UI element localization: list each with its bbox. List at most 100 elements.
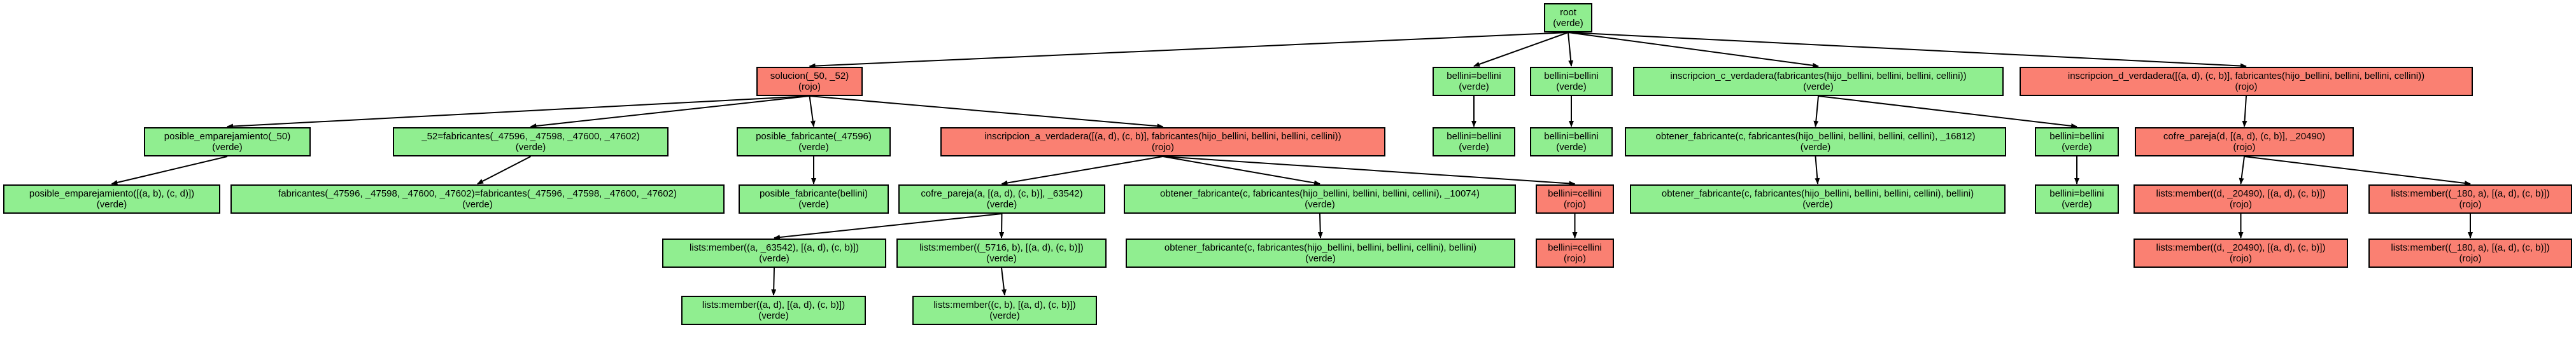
node-label: posible_emparejamiento([(a, b), (c, d)]) xyxy=(29,188,195,199)
tree-edge-arrow xyxy=(227,95,810,129)
node-label: cofre_pareja(a, [(a, d), (c, b)], _63542… xyxy=(921,188,1083,199)
tree-edge-arrow xyxy=(530,95,810,128)
tree-edge-arrow xyxy=(2244,156,2471,186)
node-status: (verde) xyxy=(1556,81,1587,92)
tree-node-success[interactable]: bellini=bellini(verde) xyxy=(2035,184,2119,214)
node-label: obtener_fabricante(c, fabricantes(hijo_b… xyxy=(1164,242,1477,253)
tree-node-success[interactable]: posible_fabricante(_47596)(verde) xyxy=(737,127,891,156)
node-status: (rojo) xyxy=(798,81,821,92)
tree-node-success[interactable]: lists:member((_5716, b), [(a, d), (c, b)… xyxy=(896,239,1107,268)
tree-node-failed[interactable]: solucion(_50, _52)(rojo) xyxy=(756,67,863,96)
tree-node-success[interactable]: lists:member((a, d), [(a, d), (c, b)])(v… xyxy=(681,296,866,325)
tree-node-success[interactable]: lists:member((a, _63542), [(a, d), (c, b… xyxy=(662,239,886,268)
node-status: (verde) xyxy=(2062,142,2092,153)
node-label: inscripcion_d_verdadera([(a, d), (c, b)]… xyxy=(2067,71,2425,81)
tree-node-success[interactable]: posible_fabricante(bellini)(verde) xyxy=(739,184,889,214)
tree-edge-arrow xyxy=(809,32,1569,69)
node-status: (verde) xyxy=(212,142,243,153)
node-status: (verde) xyxy=(1803,81,1834,92)
tree-node-failed[interactable]: inscripcion_a_verdadera([(a, d), (c, b)]… xyxy=(940,127,1385,156)
tree-edge-arrow xyxy=(809,95,1164,129)
tree-node-failed[interactable]: bellini=cellini(rojo) xyxy=(1536,239,1614,268)
node-label: obtener_fabricante(c, fabricantes(hijo_b… xyxy=(1655,131,1976,142)
tree-edge-arrow xyxy=(1568,32,2247,69)
node-status: (verde) xyxy=(989,310,1020,321)
tree-node-success[interactable]: obtener_fabricante(c, fabricantes(hijo_b… xyxy=(1630,184,2006,214)
node-status: (verde) xyxy=(759,253,789,264)
node-label: _52=fabricantes(_47596, _47598, _47600, … xyxy=(421,131,640,142)
tree-node-success[interactable]: _52=fabricantes(_47596, _47598, _47600, … xyxy=(393,127,669,156)
tree-node-success[interactable]: bellini=bellini(verde) xyxy=(1530,67,1613,96)
node-status: (verde) xyxy=(986,253,1017,264)
tree-node-success[interactable]: posible_emparejamiento(_50)(verde) xyxy=(144,127,311,156)
tree-node-success[interactable]: obtener_fabricante(c, fabricantes(hijo_b… xyxy=(1124,184,1516,214)
node-label: lists:member((a, _63542), [(a, d), (c, b… xyxy=(690,242,859,253)
tree-node-success[interactable]: obtener_fabricante(c, fabricantes(hijo_b… xyxy=(1625,127,2006,156)
tree-node-failed[interactable]: lists:member((d, _20490), [(a, d), (c, b… xyxy=(2134,239,2348,268)
node-status: (verde) xyxy=(1802,199,1833,210)
tree-node-success[interactable]: inscripcion_c_verdadera(fabricantes(hijo… xyxy=(1633,67,2004,96)
node-label: bellini=cellini xyxy=(1548,188,1602,199)
node-status: (verde) xyxy=(1459,81,1489,92)
tree-node-success[interactable]: root(verde) xyxy=(1544,3,1592,32)
node-status: (verde) xyxy=(1305,199,1335,210)
tree-node-failed[interactable]: lists:member((d, _20490), [(a, d), (c, b… xyxy=(2134,184,2348,214)
tree-edge-arrow xyxy=(1815,156,1820,184)
node-status: (verde) xyxy=(515,142,546,153)
node-status: (verde) xyxy=(798,199,829,210)
tree-node-success[interactable]: obtener_fabricante(c, fabricantes(hijo_b… xyxy=(1126,239,1515,268)
tree-node-success[interactable]: fabricantes(_47596, _47598, _47600, _476… xyxy=(230,184,725,214)
tree-node-success[interactable]: bellini=bellini(verde) xyxy=(1433,127,1515,156)
node-label: lists:member((_5716, b), [(a, d), (c, b)… xyxy=(919,242,1084,253)
node-status: (rojo) xyxy=(2235,81,2258,92)
node-status: (verde) xyxy=(758,310,789,321)
node-status: (rojo) xyxy=(1563,253,1586,264)
tree-edge-arrow xyxy=(1001,267,1007,296)
node-label: fabricantes(_47596, _47598, _47600, _476… xyxy=(278,188,677,199)
node-label: obtener_fabricante(c, fabricantes(hijo_b… xyxy=(1160,188,1480,199)
tree-edge-arrow xyxy=(1568,32,1574,67)
tree-node-failed[interactable]: cofre_pareja(d, [(a, d), (c, b)], _20490… xyxy=(2135,127,2354,156)
tree-edge-arrow xyxy=(1818,95,2077,128)
node-label: bellini=bellini xyxy=(1544,131,1599,142)
node-status: (verde) xyxy=(1556,142,1587,153)
tree-node-failed[interactable]: lists:member((_180, a), [(a, d), (c, b)]… xyxy=(2368,184,2572,214)
node-status: (rojo) xyxy=(2229,253,2252,264)
node-status: (rojo) xyxy=(1563,199,1586,210)
tree-edge-arrow xyxy=(477,156,531,184)
node-status: (verde) xyxy=(96,199,127,210)
node-status: (verde) xyxy=(462,199,493,210)
tree-edge-arrow xyxy=(111,156,228,185)
tree-node-success[interactable]: bellini=bellini(verde) xyxy=(1530,127,1613,156)
node-status: (rojo) xyxy=(2229,199,2252,210)
tree-node-failed[interactable]: lists:member((_180, a), [(a, d), (c, b)]… xyxy=(2368,239,2572,268)
tree-edge-arrow xyxy=(1813,95,1819,127)
node-label: bellini=bellini xyxy=(1447,71,1501,81)
node-status: (verde) xyxy=(1305,253,1336,264)
node-status: (verde) xyxy=(1459,142,1489,153)
node-label: bellini=bellini xyxy=(2049,131,2104,142)
tree-edge-arrow xyxy=(1163,156,1576,186)
tree-node-success[interactable]: cofre_pareja(a, [(a, d), (c, b)], _63542… xyxy=(898,184,1105,214)
node-status: (rojo) xyxy=(2459,199,2482,210)
node-label: cofre_pareja(d, [(a, d), (c, b)], _20490… xyxy=(2163,131,2326,142)
tree-edge-arrow xyxy=(774,213,1002,240)
node-status: (verde) xyxy=(986,199,1017,210)
tree-node-success[interactable]: bellini=bellini(verde) xyxy=(1433,67,1515,96)
node-label: posible_emparejamiento(_50) xyxy=(164,131,291,142)
tree-edge-arrow xyxy=(2239,156,2245,184)
node-label: bellini=cellini xyxy=(1548,242,1602,253)
tree-node-success[interactable]: lists:member((c, b), [(a, d), (c, b)])(v… xyxy=(912,296,1097,325)
tree-edge-arrow xyxy=(1163,156,1320,186)
tree-node-success[interactable]: posible_emparejamiento([(a, b), (c, d)])… xyxy=(3,184,220,214)
tree-node-success[interactable]: bellini=bellini(verde) xyxy=(2035,127,2119,156)
tree-node-failed[interactable]: bellini=cellini(rojo) xyxy=(1536,184,1614,214)
tree-edge-arrow xyxy=(999,213,1005,239)
tree-edge-arrow xyxy=(1001,156,1163,186)
node-status: (rojo) xyxy=(2233,142,2256,153)
node-status: (rojo) xyxy=(1151,142,1174,153)
tree-node-failed[interactable]: inscripcion_d_verdadera([(a, d), (c, b)]… xyxy=(2020,67,2473,96)
node-label: obtener_fabricante(c, fabricantes(hijo_b… xyxy=(1661,188,1974,199)
node-status: (verde) xyxy=(1800,142,1831,153)
